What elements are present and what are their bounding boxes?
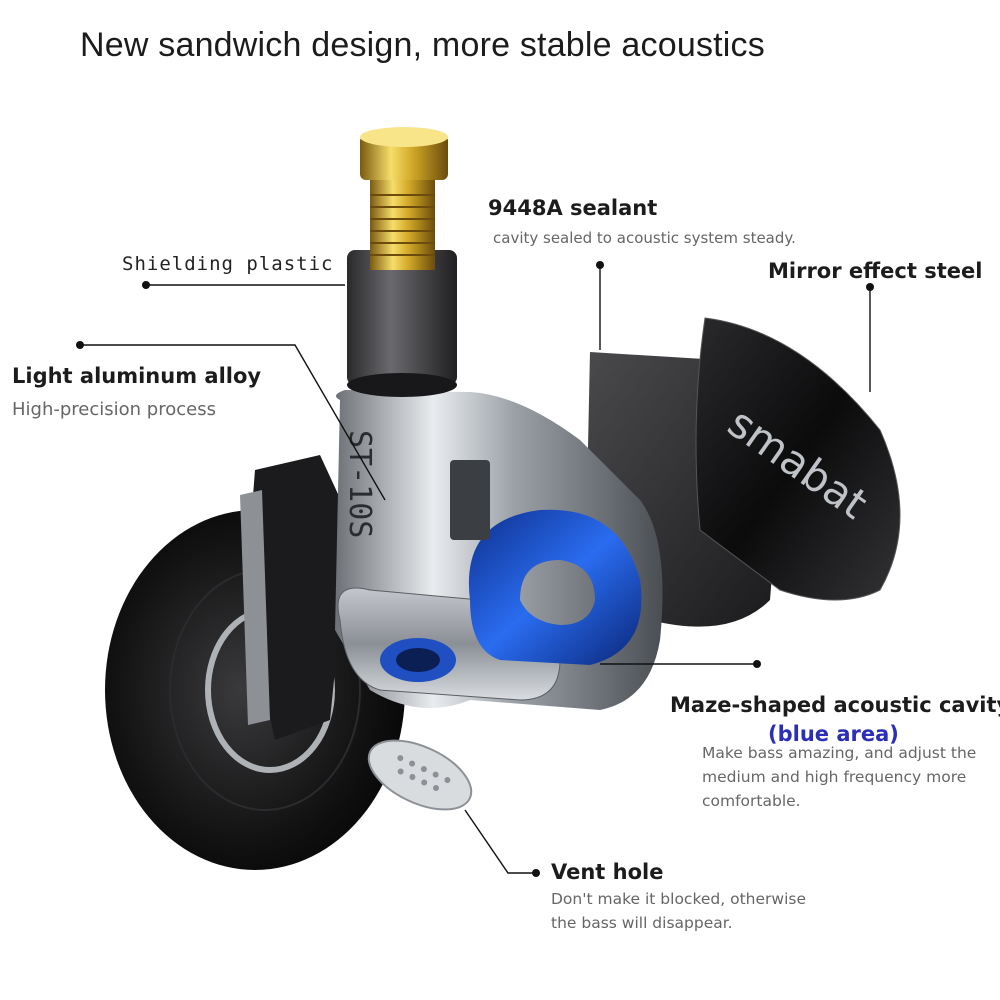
brass-connector xyxy=(370,180,435,270)
callout-maze-cavity: Maze-shaped acoustic cavity xyxy=(670,693,1000,717)
callout-sealant-desc: cavity sealed to acoustic system steady. xyxy=(493,229,796,247)
callout-sealant: 9448A sealant xyxy=(488,196,658,220)
maze-cavity xyxy=(468,509,642,665)
page-title: New sandwich design, more stable acousti… xyxy=(80,26,765,64)
callout-aluminum-alloy: Light aluminum alloy xyxy=(12,364,262,388)
callout-maze-cavity-desc: Make bass amazing, and adjust the medium… xyxy=(702,744,977,810)
callout-mirror-steel: Mirror effect steel xyxy=(768,259,983,283)
callout-shielding-plastic: Shielding plastic xyxy=(122,253,334,275)
vent-mesh xyxy=(367,739,473,811)
callout-vent-hole-desc: Don't make it blocked, otherwise the bas… xyxy=(551,890,806,932)
callout-maze-cavity-highlight: (blue area) xyxy=(768,722,899,746)
shielding-plastic-sleeve xyxy=(347,250,457,385)
model-engraving: ST-10S xyxy=(342,430,377,538)
callout-vent-hole: Vent hole xyxy=(551,860,664,884)
mirror-steel-plate xyxy=(695,317,901,601)
callout-aluminum-alloy-desc: High-precision process xyxy=(12,399,216,420)
